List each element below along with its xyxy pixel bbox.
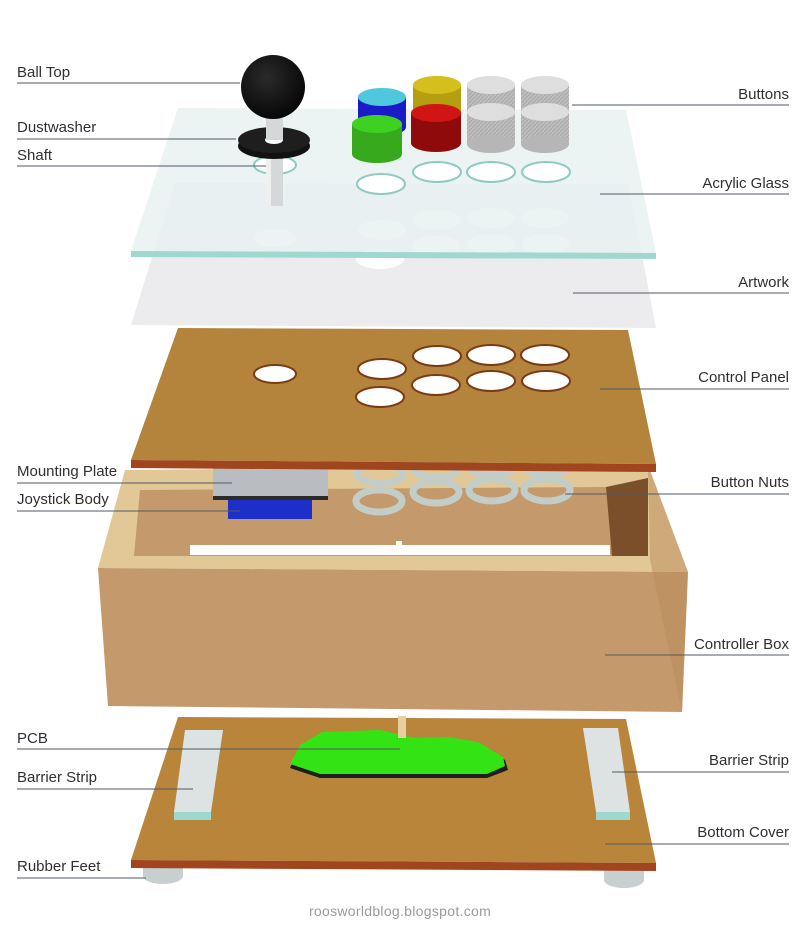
label-controller-box: Controller Box xyxy=(693,636,789,653)
label-mounting-plate: Mounting Plate xyxy=(17,463,118,480)
barrier-strip-right xyxy=(583,728,630,820)
label-button-nuts: Button Nuts xyxy=(710,474,789,491)
label-shaft: Shaft xyxy=(17,147,53,164)
label-pcb: PCB xyxy=(17,730,48,747)
controller-box xyxy=(98,465,688,712)
button-green xyxy=(352,115,402,163)
label-acrylic-glass: Acrylic Glass xyxy=(702,175,789,192)
buttons xyxy=(352,76,569,163)
button-gray-3 xyxy=(467,103,515,153)
barrier-strip-left xyxy=(174,730,223,820)
label-ball-top: Ball Top xyxy=(17,64,71,81)
mounting-plate xyxy=(213,468,328,500)
leader-lines xyxy=(17,82,789,879)
label-barrier-strip-right: Barrier Strip xyxy=(708,752,789,769)
label-artwork: Artwork xyxy=(738,274,789,291)
button-red xyxy=(411,104,461,152)
ball-top xyxy=(241,55,305,119)
bottom-cover xyxy=(131,716,656,888)
control-panel xyxy=(131,328,656,472)
pcb xyxy=(290,716,508,778)
label-joystick-body: Joystick Body xyxy=(17,491,109,508)
label-control-panel: Control Panel xyxy=(698,369,789,386)
label-bottom-cover: Bottom Cover xyxy=(697,824,789,841)
joystick-body xyxy=(228,500,312,519)
button-gray-4 xyxy=(521,103,569,153)
label-barrier-strip-left: Barrier Strip xyxy=(17,769,98,786)
label-dustwasher: Dustwasher xyxy=(17,119,97,136)
credit-text: roosworldblog.blogspot.com xyxy=(308,903,492,919)
label-rubber-feet: Rubber Feet xyxy=(17,858,101,875)
label-buttons: Buttons xyxy=(738,86,789,103)
